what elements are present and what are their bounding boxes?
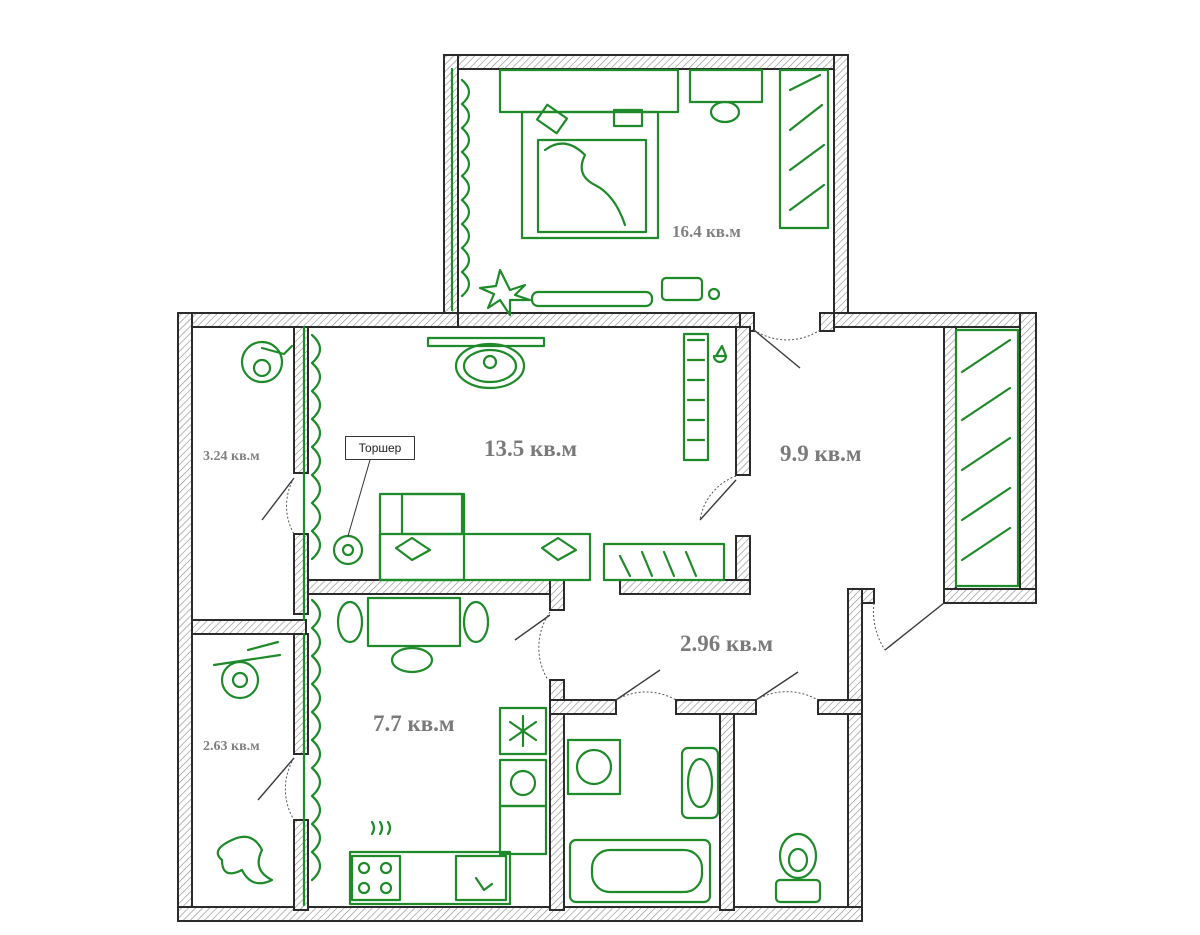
living-room-furniture <box>332 332 728 582</box>
balcony-bottom-furniture <box>212 640 282 885</box>
curtains <box>302 67 471 907</box>
hall-wardrobe <box>954 328 1020 588</box>
corridor-area-label: 2.96 кв.м <box>680 631 774 656</box>
bedroom-area-label: 16.4 кв.м <box>672 222 741 241</box>
walls <box>177 54 1037 922</box>
balcony-top-area-label: 3.24 кв.м <box>203 449 260 464</box>
doors <box>257 329 945 821</box>
bedroom-furniture <box>478 68 830 317</box>
wc-fixtures <box>774 832 822 904</box>
living-room-area-label: 13.5 кв.м <box>484 436 578 461</box>
kitchen-furniture <box>336 596 548 906</box>
balcony-top-furniture <box>240 340 294 384</box>
balcony-bottom-area-label: 2.63 кв.м <box>203 739 260 754</box>
bathroom-fixtures <box>566 738 720 904</box>
kitchen-area-label: 7.7 кв.м <box>373 711 455 736</box>
floor-lamp-callout: Торшер <box>345 436 415 460</box>
hall-area-label: 9.9 кв.м <box>780 441 862 466</box>
